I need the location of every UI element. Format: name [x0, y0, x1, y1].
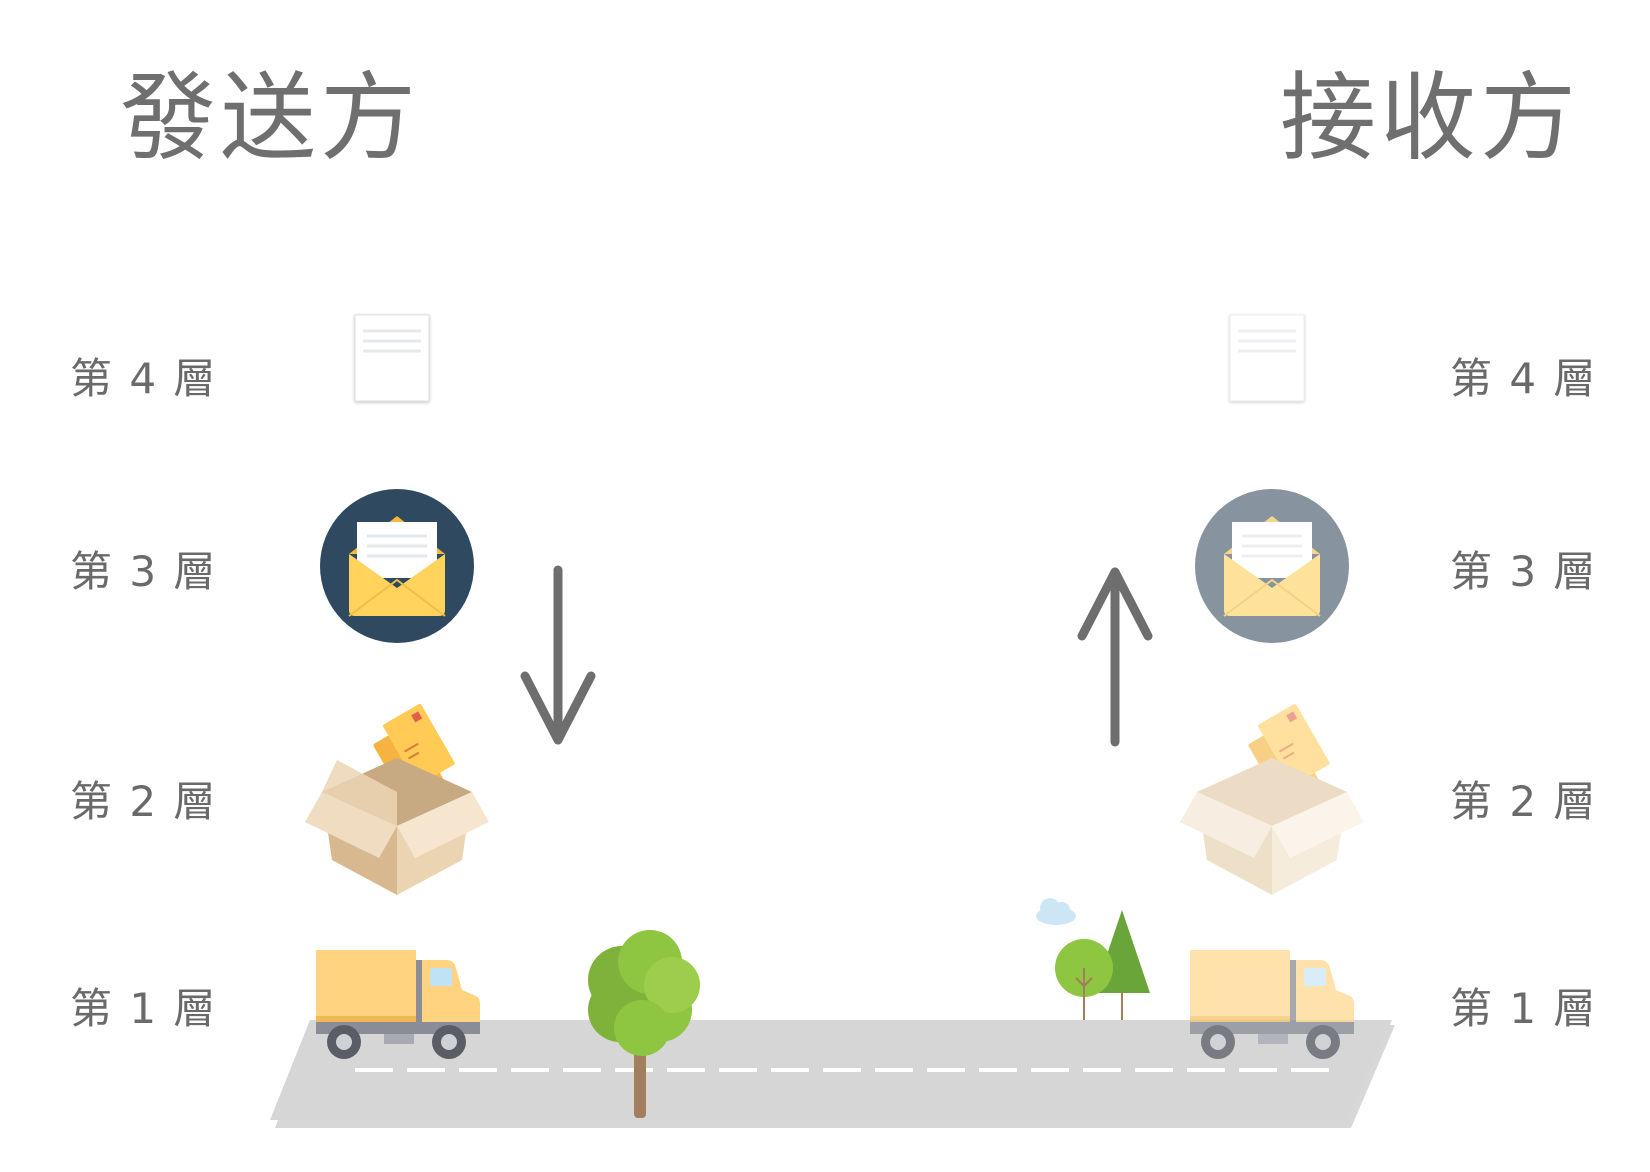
receiver-layer-3-label: 第 3 層 — [1450, 547, 1598, 596]
tree-icon — [588, 930, 700, 1118]
receiver-document-icon — [1229, 314, 1305, 402]
receiver-delivery-truck-icon — [1190, 950, 1354, 1059]
cloud-icon — [1036, 898, 1076, 925]
receiver-envelope-icon — [1195, 489, 1349, 643]
arrow-down-icon — [520, 565, 596, 745]
sender-layer-1-label: 第 1 層 — [70, 984, 218, 1033]
receiver-layer-2-label: 第 2 層 — [1450, 777, 1598, 826]
sender-envelope-icon — [320, 489, 474, 643]
road — [270, 1020, 1395, 1128]
receiver-layer-1-label: 第 1 層 — [1450, 984, 1598, 1033]
sender-layer-4-label: 第 4 層 — [70, 354, 218, 403]
receiver-layer-4-label: 第 4 層 — [1450, 354, 1598, 403]
sender-title: 發送方 — [120, 62, 420, 174]
receiver-parcel-box-icon — [1180, 703, 1364, 895]
sender-delivery-truck-icon — [316, 950, 480, 1059]
receiver-title: 接收方 — [1280, 62, 1580, 174]
sender-parcel-box-icon — [305, 703, 489, 895]
round-tree-icon — [1055, 939, 1113, 1020]
sender-layer-3-label: 第 3 層 — [70, 547, 218, 596]
arrow-up-icon — [1077, 567, 1153, 747]
sender-document-icon — [354, 314, 430, 402]
sender-layer-2-label: 第 2 層 — [70, 777, 218, 826]
